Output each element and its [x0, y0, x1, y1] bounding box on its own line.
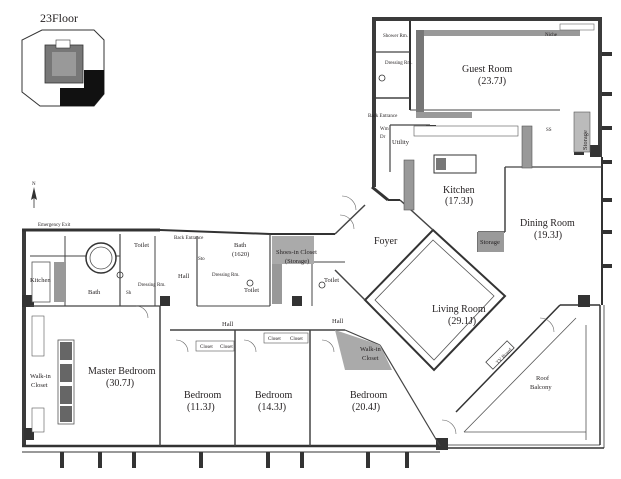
hall-2-label: Hall	[222, 321, 233, 328]
dr-tag: Dr	[380, 135, 386, 140]
living-room-area: (29.1J)	[448, 316, 476, 327]
floor-label: 23Floor	[40, 11, 78, 25]
wm-tag: Wm	[380, 127, 389, 132]
shower-room-label: Shower Rm.	[383, 34, 408, 39]
bedroom-3-label: Bedroom	[350, 390, 387, 401]
master-bedroom-label: Master Bedroom	[88, 366, 156, 377]
dressing-mid-label: Dressing Rm.	[212, 273, 240, 278]
bath-master-label: Bath	[88, 289, 101, 296]
guest-room-area: (23.7J)	[478, 76, 506, 87]
dining-room-area: (19.3J)	[534, 230, 562, 241]
emergency-exit-label: Emergency Exit	[38, 223, 71, 228]
back-entrance-top-label: Back Entrance	[368, 114, 398, 119]
hall-1-label: Hall	[178, 273, 189, 280]
toilet-master-label: Toilet	[134, 242, 149, 249]
walkin-left-line2: Closet	[31, 382, 48, 389]
foyer-label: Foyer	[374, 236, 398, 247]
hall-3-label: Hall	[332, 318, 343, 325]
living-room-label: Living Room	[432, 304, 486, 315]
kitchen-area: (17.3J)	[445, 196, 473, 207]
closet-b-label: Closet	[220, 345, 233, 350]
dining-room-label: Dining Room	[520, 218, 575, 229]
niche-label: Niche	[545, 33, 558, 38]
closet-c-label: Closet	[268, 337, 281, 342]
fixtures	[31, 23, 595, 435]
toilet-mid-label: Toilet	[244, 287, 259, 294]
bedroom-2-label: Bedroom	[255, 390, 292, 401]
balcony-label: Balcony	[530, 384, 552, 391]
dressing-master-label: Dressing Rm.	[138, 283, 166, 288]
kitchen-left-label: Kitchen	[30, 277, 51, 284]
sto-tag: Sto	[198, 257, 205, 262]
room-labels: Shower Rm. Dressing Rm. Guest Room (23.7…	[30, 33, 589, 413]
closet-d-label: Closet	[290, 337, 303, 342]
bedroom-2-area: (14.3J)	[258, 402, 286, 413]
north-label: N	[32, 182, 36, 187]
walkin-right-line2: Closet	[362, 355, 379, 362]
closet-a-label: Closet	[200, 345, 213, 350]
ss-tag: SS	[546, 128, 552, 133]
utility-label: Utility	[392, 139, 410, 146]
walkin-left-line1: Walk-in	[30, 373, 52, 380]
sh-tag: Sh	[126, 291, 132, 296]
storage-center-box	[478, 232, 504, 252]
walkin-right-line1: Walk-in	[360, 346, 382, 353]
storage-center-label: Storage	[480, 239, 500, 246]
walls	[22, 17, 612, 468]
key-plan: 23Floor	[21, 11, 105, 107]
bath-1620-label: Bath	[234, 242, 247, 249]
dressing-guest-label: Dressing Rm.	[385, 61, 413, 66]
roof-label: Roof	[536, 375, 550, 382]
shoes-closet-sub: (Storage)	[285, 258, 309, 265]
kitchen-label: Kitchen	[443, 185, 475, 196]
bath-1620-size: (1620)	[232, 251, 249, 258]
guest-room-label: Guest Room	[462, 64, 513, 75]
back-entrance-mid-label: Back Entrance	[174, 236, 204, 241]
shoes-closet-label: Shoes-in Closet	[276, 249, 317, 256]
bedroom-1-label: Bedroom	[184, 390, 221, 401]
bedroom-1-area: (11.3J)	[187, 402, 215, 413]
north-arrow: N	[31, 182, 37, 208]
bedroom-3-area: (20.4J)	[352, 402, 380, 413]
storage-right-label: Storage	[582, 130, 589, 150]
master-bedroom-area: (30.7J)	[106, 378, 134, 389]
toilet-right-label: Toilet	[324, 277, 339, 284]
